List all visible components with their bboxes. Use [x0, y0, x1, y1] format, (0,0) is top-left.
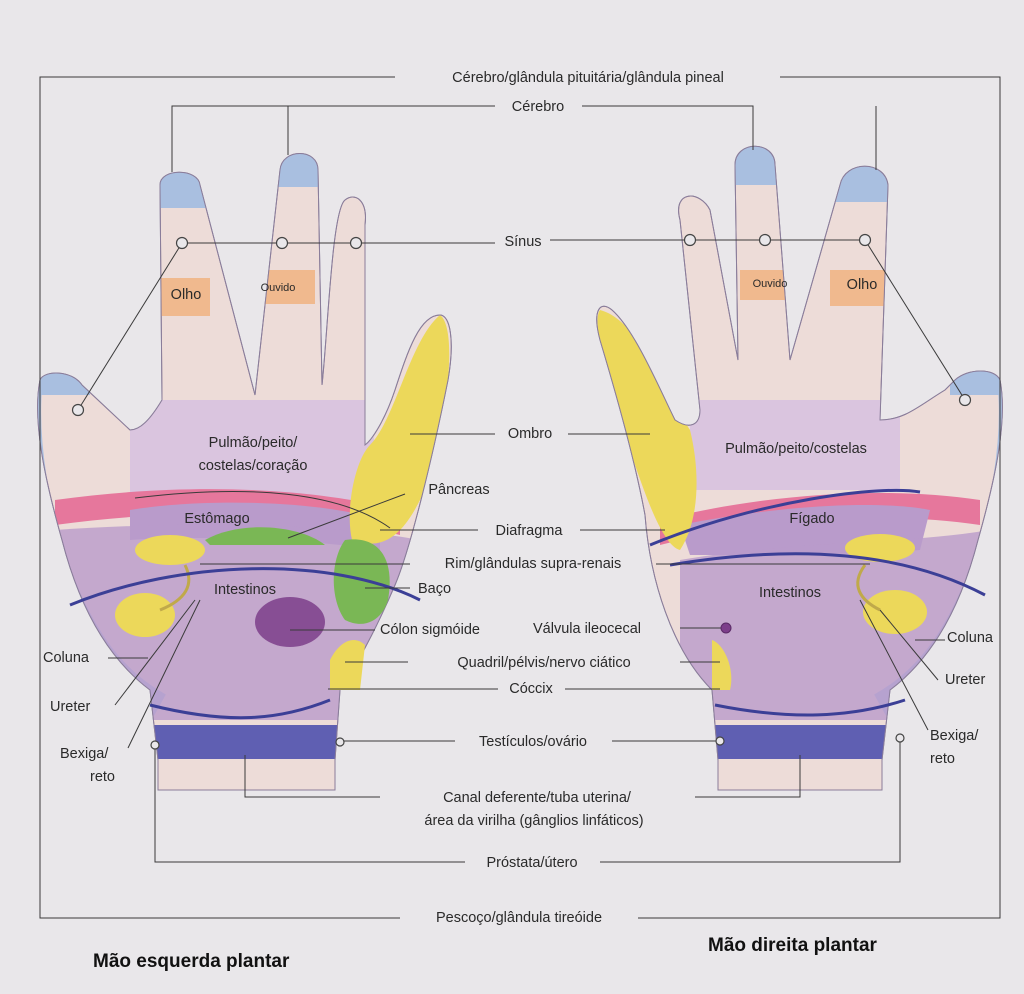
- label-rim: Rim/glândulas supra-renais: [445, 556, 622, 572]
- right-hand-title: Mão direita plantar: [708, 935, 878, 956]
- label-coccix: Cóccix: [509, 681, 553, 697]
- label-valvula: Válvula ileocecal: [533, 621, 641, 637]
- label-ureter-left: Ureter: [50, 699, 90, 715]
- label-bexiga-right-line2: reto: [930, 751, 955, 767]
- label-testiculos: Testículos/ovário: [479, 734, 587, 750]
- sinus-point: [683, 233, 697, 247]
- callout-labels: Cérebro/glândula pituitária/glândula pin…: [43, 70, 994, 926]
- left-intestinos-label: Intestinos: [214, 582, 276, 598]
- label-ureter-right: Ureter: [945, 672, 985, 688]
- label-colon: Cólon sigmóide: [380, 622, 480, 638]
- label-prostata: Próstata/útero: [486, 855, 577, 871]
- left-estomago-label: Estômago: [184, 511, 249, 527]
- label-quadril: Quadril/pélvis/nervo ciático: [457, 655, 630, 671]
- label-coluna-right: Coluna: [947, 630, 994, 646]
- label-diafragma: Diafragma: [496, 523, 564, 539]
- right-hand: [596, 145, 1003, 791]
- label-baco: Baço: [418, 581, 451, 597]
- right-ouvido-label: Ouvido: [753, 278, 788, 290]
- label-ombro: Ombro: [508, 426, 552, 442]
- sinus-point: [858, 233, 872, 247]
- right-figado-label: Fígado: [789, 511, 834, 527]
- label-cerebro: Cérebro: [512, 99, 564, 115]
- label-pescoco: Pescoço/glândula tireóide: [436, 910, 602, 926]
- left-olho-label: Olho: [171, 287, 202, 303]
- left-hand-title: Mão esquerda plantar: [93, 951, 290, 972]
- sinus-point: [275, 236, 289, 250]
- left-hand: [37, 153, 452, 791]
- sinus-point: [175, 236, 189, 250]
- left-ouvido-label: Ouvido: [261, 282, 296, 294]
- label-bexiga-left-line1: Bexiga/: [60, 746, 109, 762]
- right-pulmao-label: Pulmão/peito/costelas: [725, 441, 867, 457]
- ileocecal-point: [720, 622, 732, 634]
- right-intestinos-label: Intestinos: [759, 585, 821, 601]
- sinus-point: [958, 393, 972, 407]
- wrist-point: [335, 737, 345, 747]
- sinus-point: [758, 233, 772, 247]
- wrist-point: [715, 736, 725, 746]
- label-sinus: Sínus: [504, 234, 541, 250]
- left-pulmao-line2: costelas/coração: [199, 458, 308, 474]
- reflex-points: [71, 233, 972, 750]
- label-pancreas: Pâncreas: [428, 482, 489, 498]
- left-pulmao-line1: Pulmão/peito/: [209, 435, 299, 451]
- label-canal-line1: Canal deferente/tuba uterina/: [443, 790, 632, 806]
- sinus-point: [349, 236, 363, 250]
- label-bexiga-right-line1: Bexiga/: [930, 728, 979, 744]
- sinus-point: [71, 403, 85, 417]
- leader-lines: [39, 76, 1001, 919]
- label-coluna-left: Coluna: [43, 650, 90, 666]
- zone-labels: Olho Ouvido Pulmão/peito/ costelas/coraç…: [171, 277, 878, 601]
- right-olho-label: Olho: [847, 277, 878, 293]
- wrist-point: [895, 733, 905, 743]
- label-cerebro-pituitaria: Cérebro/glândula pituitária/glândula pin…: [452, 70, 724, 86]
- label-canal-line2: área da virilha (gânglios linfáticos): [424, 813, 643, 829]
- wrist-point: [150, 740, 160, 750]
- label-bexiga-left-line2: reto: [90, 769, 115, 785]
